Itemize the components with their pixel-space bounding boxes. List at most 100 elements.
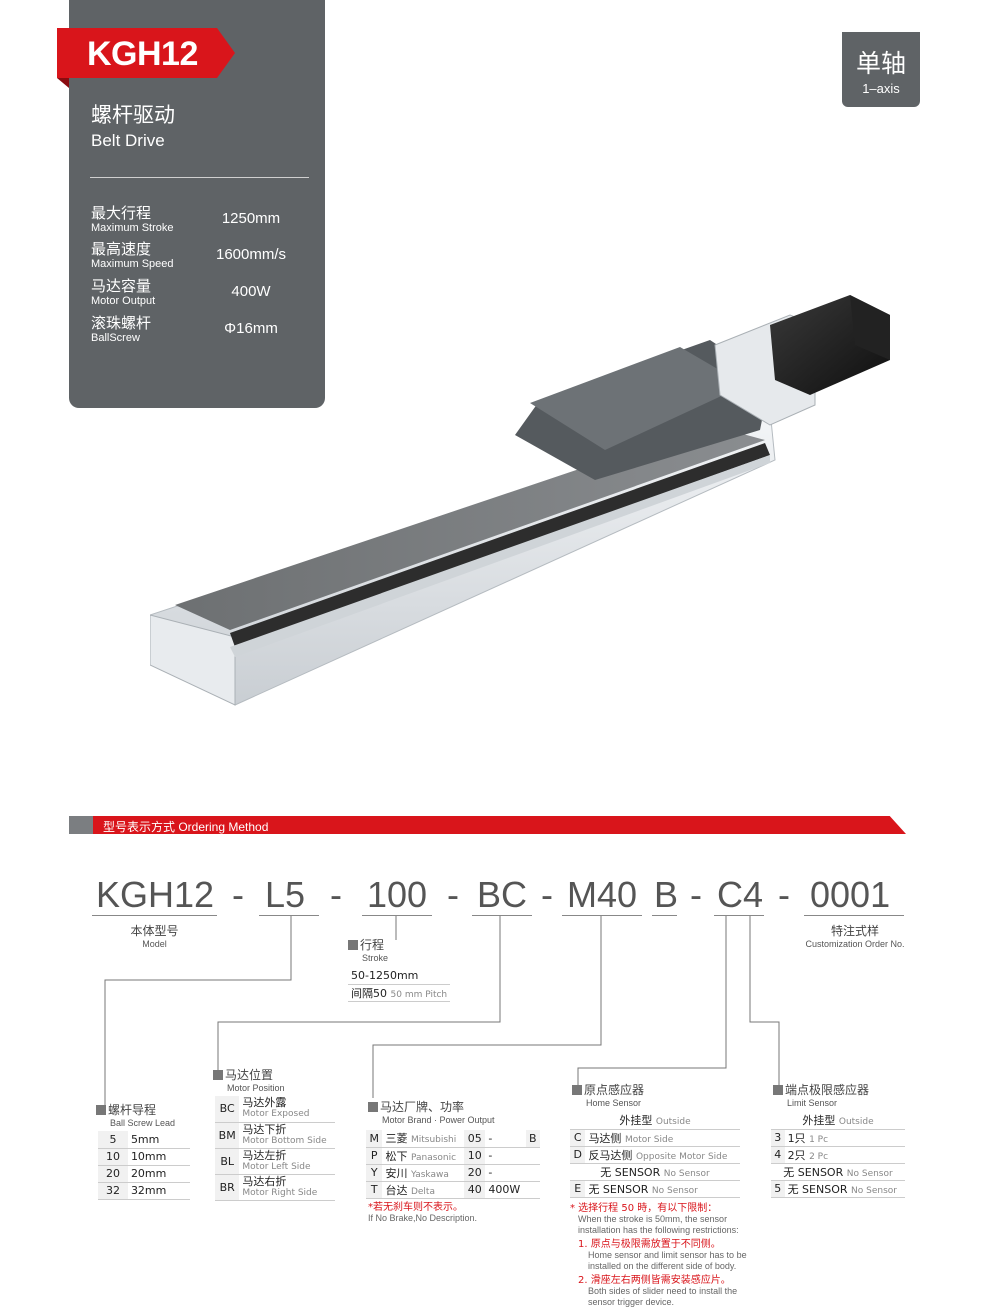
lead-label-en: Ball Screw Lead (110, 1118, 176, 1128)
panel-title-en: Belt Drive (91, 131, 165, 150)
code-underline (472, 915, 532, 916)
code-dash: - (541, 874, 553, 915)
code-dash: - (690, 874, 702, 915)
spec-value: Φ16mm (224, 320, 278, 337)
motor-brand-label: 马达厂牌、功率 Motor Brand · Power Output (368, 1098, 495, 1125)
motor-position-label: 马达位置 Motor Position (213, 1066, 285, 1093)
spec-label-cn: 马达容量 (91, 277, 152, 295)
code-underline (562, 915, 642, 916)
spec-label-en: Maximum Stroke (91, 222, 174, 234)
code-underline (652, 915, 677, 916)
limit-sensor-label-cn: 端点极限感应器 (785, 1083, 870, 1097)
stroke-table: 50-1250mm 间隔50 50 mm Pitch (348, 967, 451, 1002)
code-underline (92, 915, 217, 916)
code-brake: B (654, 874, 679, 915)
spec-label-en: Motor Output (91, 295, 156, 307)
linear-actuator-image (150, 295, 890, 706)
code-model: KGH12 (96, 874, 215, 915)
spec-row-speed: 最高速度 Maximum Speed 1600mm/s (91, 238, 309, 275)
spec-value: 400W (231, 283, 271, 300)
model-label-cn: 本体型号 (130, 924, 179, 938)
spec-row-motor: 马达容量 Motor Output 400W (91, 275, 309, 312)
ordering-method-title: 型号表示方式 Ordering Method (103, 820, 269, 834)
model-label: 本体型号 Model (92, 922, 217, 949)
code-underline (804, 915, 904, 916)
code-dash: - (232, 874, 244, 915)
code-motor: M40 (567, 874, 638, 915)
stroke-label: 行程 Stroke (348, 936, 388, 963)
code-custom: 0001 (810, 874, 891, 915)
brake-note: *若无刹车则不表示。 If No Brake,No Description. (368, 1202, 478, 1223)
stroke-label-cn: 行程 (360, 938, 385, 952)
spec-row-ballscrew: 滚珠螺杆 BallScrew Φ16mm (91, 312, 309, 349)
axis-badge: 单轴 1–axis (842, 32, 920, 107)
lead-label: 螺杆导程 Ball Screw Lead (96, 1101, 175, 1128)
table-row: 无 SENSOR No Sensor (570, 1163, 740, 1181)
code-lead: L5 (265, 874, 306, 915)
spec-label-en: BallScrew (91, 332, 140, 344)
custom-label: 特注式样 Customization Order No. (790, 922, 920, 949)
limit-sensor-label-en: Limit Sensor (787, 1098, 838, 1108)
motor-position-label-en: Motor Position (227, 1083, 285, 1093)
code-sensor: C4 (717, 874, 764, 915)
restrictions-note: * 选择行程 50 時，有以下限制： When the stroke is 50… (570, 1203, 747, 1307)
axis-badge-cn: 单轴 (855, 49, 906, 78)
code-underline (362, 915, 432, 916)
ordering-method-header: 型号表示方式 Ordering Method (69, 816, 913, 834)
home-sensor-label: 原点感应器 Home Sensor (572, 1081, 644, 1108)
model-tag: KGH12 (57, 28, 235, 88)
spec-label-cn: 最大行程 (91, 204, 152, 222)
code-underline (714, 915, 764, 916)
motor-brand-label-cn: 马达厂牌、功率 (380, 1100, 465, 1114)
spec-row-stroke: 最大行程 Maximum Stroke 1250mm (91, 202, 309, 239)
motor-position-label-cn: 马达位置 (225, 1068, 274, 1082)
code-dash: - (447, 874, 459, 915)
spec-label-cn: 最高速度 (91, 240, 152, 258)
limit-sensor-label: 端点极限感应器 Limit Sensor (773, 1081, 869, 1108)
spec-label-cn: 滚珠螺杆 (91, 314, 152, 332)
custom-label-cn: 特注式样 (830, 924, 879, 938)
code-underline (259, 915, 319, 916)
table-row: 无 SENSOR No Sensor (771, 1163, 905, 1181)
spec-label-en: Maximum Speed (91, 258, 174, 270)
code-dash: - (330, 874, 342, 915)
spec-value: 1600mm/s (215, 246, 287, 263)
code-motor-position: BC (477, 874, 528, 915)
code-stroke: 100 (367, 874, 428, 915)
stroke-range: 50-1250mm (348, 967, 451, 985)
stroke-pitch: 间隔50 50 mm Pitch (348, 984, 451, 1002)
lead-label-cn: 螺杆导程 (108, 1103, 157, 1117)
custom-label-en: Customization Order No. (805, 939, 905, 949)
axis-badge-en: 1–axis (862, 81, 900, 96)
spec-value: 1250mm (221, 210, 281, 227)
code-dash: - (778, 874, 790, 915)
home-sensor-label-en: Home Sensor (586, 1098, 642, 1108)
motor-brand-label-en: Motor Brand · Power Output (382, 1115, 495, 1125)
model-label-en: Model (142, 939, 167, 949)
stroke-label-en: Stroke (362, 953, 389, 963)
